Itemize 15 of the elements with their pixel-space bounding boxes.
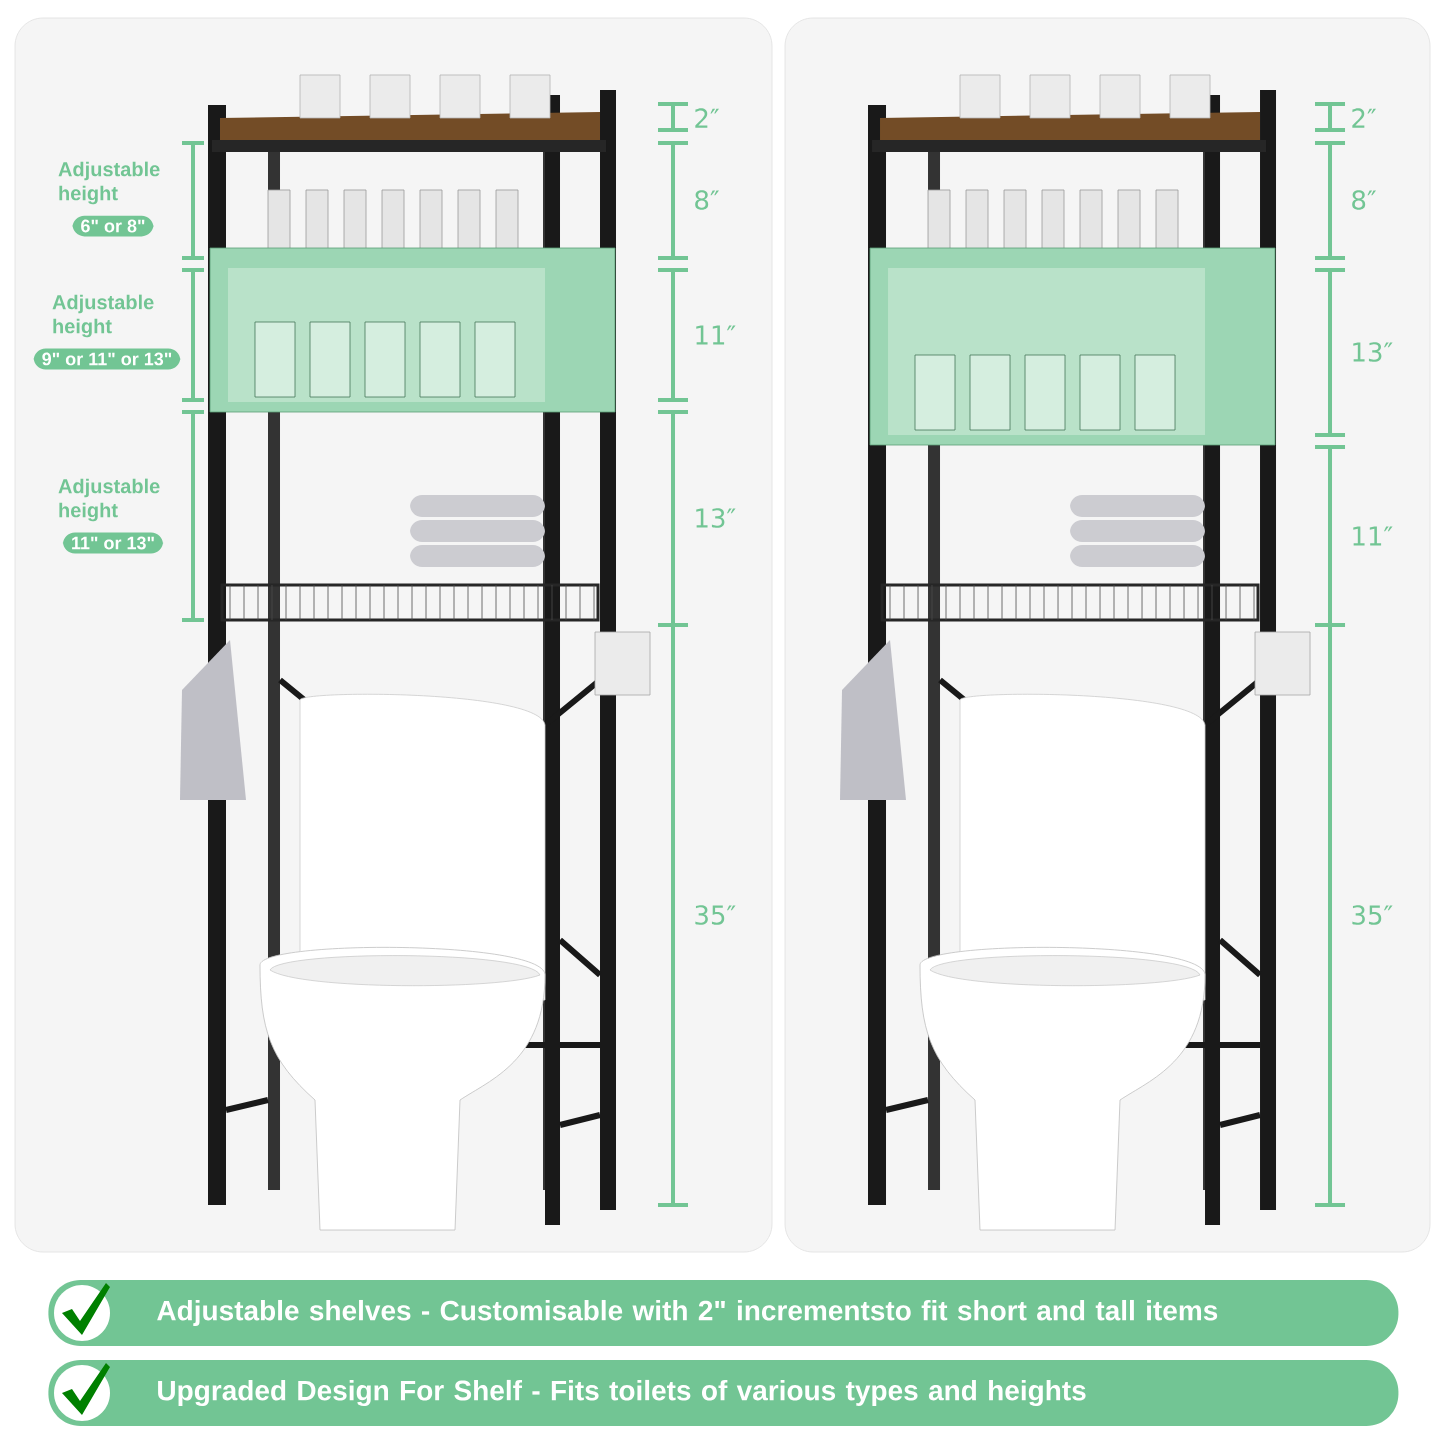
dimension-label: 35″ [695,905,736,925]
dimension-label: 2″ [1352,108,1376,128]
feature-banner: Upgraded Design For Shelf - Fits toilets of various types and heights [48,1360,1399,1426]
dimension-label: 11″ [1353,526,1393,546]
dimension-label: 35″ [1352,905,1393,925]
dimension-label: 13″ [1353,342,1393,362]
dimension-label: 8″ [1352,190,1376,210]
dimension-label: 11″ [696,325,736,345]
dimension-label: 2″ [695,108,719,128]
feature-banner: Adjustable shelves - Customisable with 2" incrementsto fit short and tall items [48,1280,1399,1346]
dimension-label: 13″ [696,508,736,528]
adjustable-height-label: Adjustable height [52,294,154,338]
dimension-label: 8″ [695,190,719,210]
adjustable-height-label: Adjustable height [58,161,160,205]
adjustable-height-label: Adjustable height [58,478,160,522]
